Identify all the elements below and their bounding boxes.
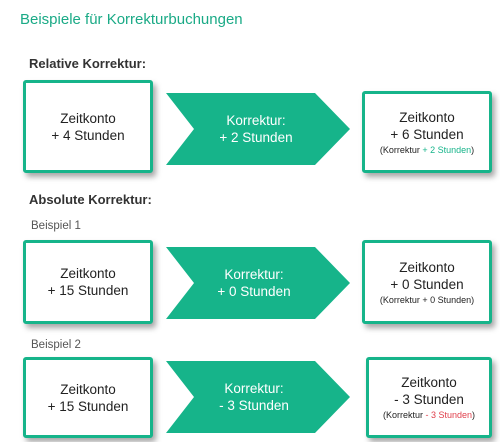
relative-arrow: [166, 93, 350, 165]
arrow-line2: + 0 Stunden: [217, 284, 291, 299]
example1-label: Beispiel 1: [31, 220, 81, 232]
correction-note: (Korrektur + 0 Stunden): [379, 294, 475, 305]
page-title: Beispiele für Korrekturbuchungen: [20, 11, 243, 28]
relative-result-box: Zeitkonto + 6 Stunden (Korrektur + 2 Stu…: [362, 91, 492, 173]
arrow-line1: Korrektur:: [224, 267, 284, 282]
example2-arrow-label: Korrektur: - 3 Stunden: [194, 361, 314, 433]
relative-heading: Relative Korrektur:: [29, 56, 147, 71]
example1-result-box: Zeitkonto + 0 Stunden (Korrektur + 0 Stu…: [362, 240, 492, 324]
arrow-line2: - 3 Stunden: [219, 398, 289, 413]
relative-arrow-label: Korrektur: + 2 Stunden: [196, 93, 316, 165]
box-line2: + 4 Stunden: [51, 127, 125, 143]
arrow-line1: Korrektur:: [226, 113, 286, 128]
arrow-line1: Korrektur:: [224, 381, 284, 396]
box-line2: + 0 Stunden: [390, 276, 464, 292]
example1-arrow: [166, 247, 350, 319]
example2-result-box: Zeitkonto - 3 Stunden (Korrektur - 3 Stu…: [366, 357, 492, 438]
box-line1: Zeitkonto: [401, 375, 457, 390]
correction-note: (Korrektur - 3 Stunden): [382, 410, 476, 420]
box-line1: Zeitkonto: [60, 110, 116, 126]
example2-arrow: [166, 361, 350, 433]
example2-label: Beispiel 2: [31, 339, 81, 351]
box-line2: - 3 Stunden: [394, 392, 464, 407]
box-line2: + 15 Stunden: [47, 283, 129, 298]
arrow-line2: + 2 Stunden: [219, 130, 293, 145]
example2-start-box: Zeitkonto + 15 Stunden: [23, 357, 153, 438]
box-line2: + 15 Stunden: [47, 398, 129, 414]
relative-start-box: Zeitkonto + 4 Stunden: [23, 80, 153, 173]
box-line1: Zeitkonto: [60, 266, 116, 281]
absolute-heading: Absolute Korrektur:: [29, 192, 152, 207]
correction-note: (Korrektur + 2 Stunden): [379, 144, 475, 155]
box-line1: Zeitkonto: [399, 259, 455, 275]
box-line1: Zeitkonto: [60, 381, 116, 397]
box-line2: + 6 Stunden: [390, 126, 464, 142]
example1-arrow-label: Korrektur: + 0 Stunden: [194, 247, 314, 319]
example1-start-box: Zeitkonto + 15 Stunden: [23, 240, 153, 324]
box-line1: Zeitkonto: [399, 109, 455, 125]
